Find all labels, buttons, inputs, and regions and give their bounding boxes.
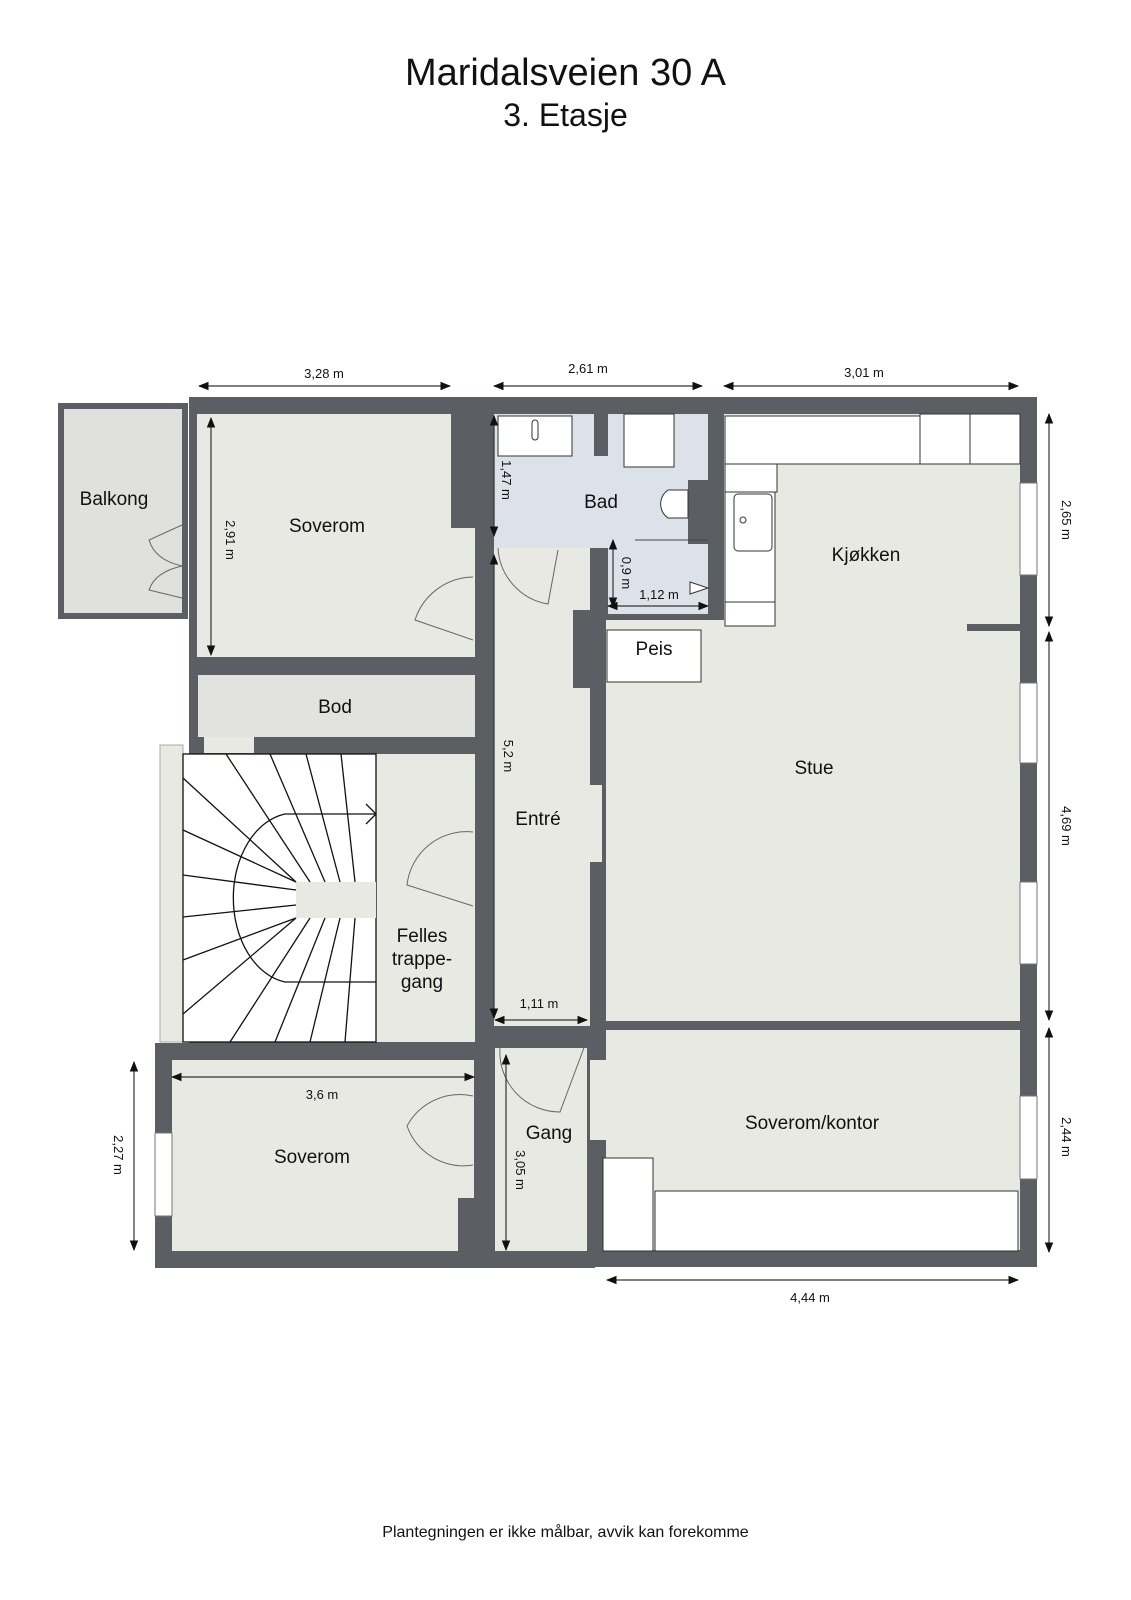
room-soverom-kontor: Soverom/kontor [745, 1113, 880, 1134]
soverom-door [414, 576, 474, 641]
soverom-bottom-door [406, 1094, 474, 1167]
dim-bottom-kontor: 4,44 m [790, 1290, 830, 1305]
room-peis: Peis [636, 639, 673, 660]
room-labels: Balkong Soverom Bad Kjøkken Peis Bod Stu… [80, 489, 901, 1168]
wardrobe-long [654, 1190, 1019, 1252]
dim-soverom-bottom-height: 2,27 m [111, 1135, 126, 1175]
dim-right-kjokken: 2,65 m [1059, 500, 1074, 540]
dimension-labels: 3,28 m 2,61 m 3,01 m 2,91 m 1,47 m 0,9 m… [111, 361, 1074, 1305]
windows [154, 482, 1038, 1217]
room-felles-line3: gang [401, 972, 443, 993]
bad-door [497, 547, 559, 605]
dim-shower-width: 1,12 m [639, 587, 679, 602]
room-kjokken: Kjøkken [832, 545, 901, 566]
washer-fixture [623, 413, 675, 468]
dim-top-middle: 2,61 m [568, 361, 608, 376]
wardrobe [602, 1157, 654, 1252]
staircase [182, 753, 377, 1043]
doors [148, 524, 586, 1167]
fireplace [606, 629, 702, 683]
room-stue: Stue [794, 758, 833, 779]
fixtures [497, 413, 1021, 1252]
room-bod: Bod [318, 697, 352, 718]
room-soverom-top: Soverom [289, 516, 365, 537]
balcony [58, 403, 188, 619]
dim-entre-length: 5,2 m [501, 740, 516, 773]
plan-title: Maridalsveien 30 A [404, 52, 727, 94]
dimension-lines [129, 381, 1054, 1285]
dim-gang-length: 3,05 m [513, 1150, 528, 1190]
dim-soverom-bottom-width: 3,6 m [306, 1087, 339, 1102]
dim-soverom-height: 2,91 m [223, 520, 238, 560]
dim-bad-height: 1,47 m [499, 460, 514, 500]
felles-door [406, 831, 474, 907]
toilet-fixture [660, 489, 689, 519]
dim-shower-height: 0,9 m [619, 557, 634, 590]
room-entre: Entré [515, 809, 560, 830]
dim-right-stue: 4,69 m [1059, 806, 1074, 846]
dim-right-kontor: 2,44 m [1059, 1117, 1074, 1157]
shower-fixture [689, 581, 710, 595]
room-gang: Gang [526, 1123, 572, 1144]
balcony-door [148, 524, 183, 599]
room-soverom-bottom: Soverom [274, 1147, 350, 1168]
floor-subtitle: 3. Etasje [503, 97, 628, 133]
kitchen-sink [733, 493, 773, 552]
kitchen-counter [724, 415, 921, 465]
room-bad: Bad [584, 492, 618, 513]
dim-top-left: 3,28 m [304, 366, 344, 381]
dim-entre-width: 1,11 m [520, 996, 559, 1011]
room-balkong: Balkong [80, 489, 149, 510]
room-felles-line1: Felles [397, 926, 448, 947]
room-felles-line2: trappe- [392, 949, 452, 970]
interior-walls [451, 414, 1020, 1251]
gang-door [499, 1044, 586, 1113]
disclaimer: Plantegningen er ikke målbar, avvik kan … [382, 1524, 749, 1541]
dim-top-right: 3,01 m [844, 365, 884, 380]
